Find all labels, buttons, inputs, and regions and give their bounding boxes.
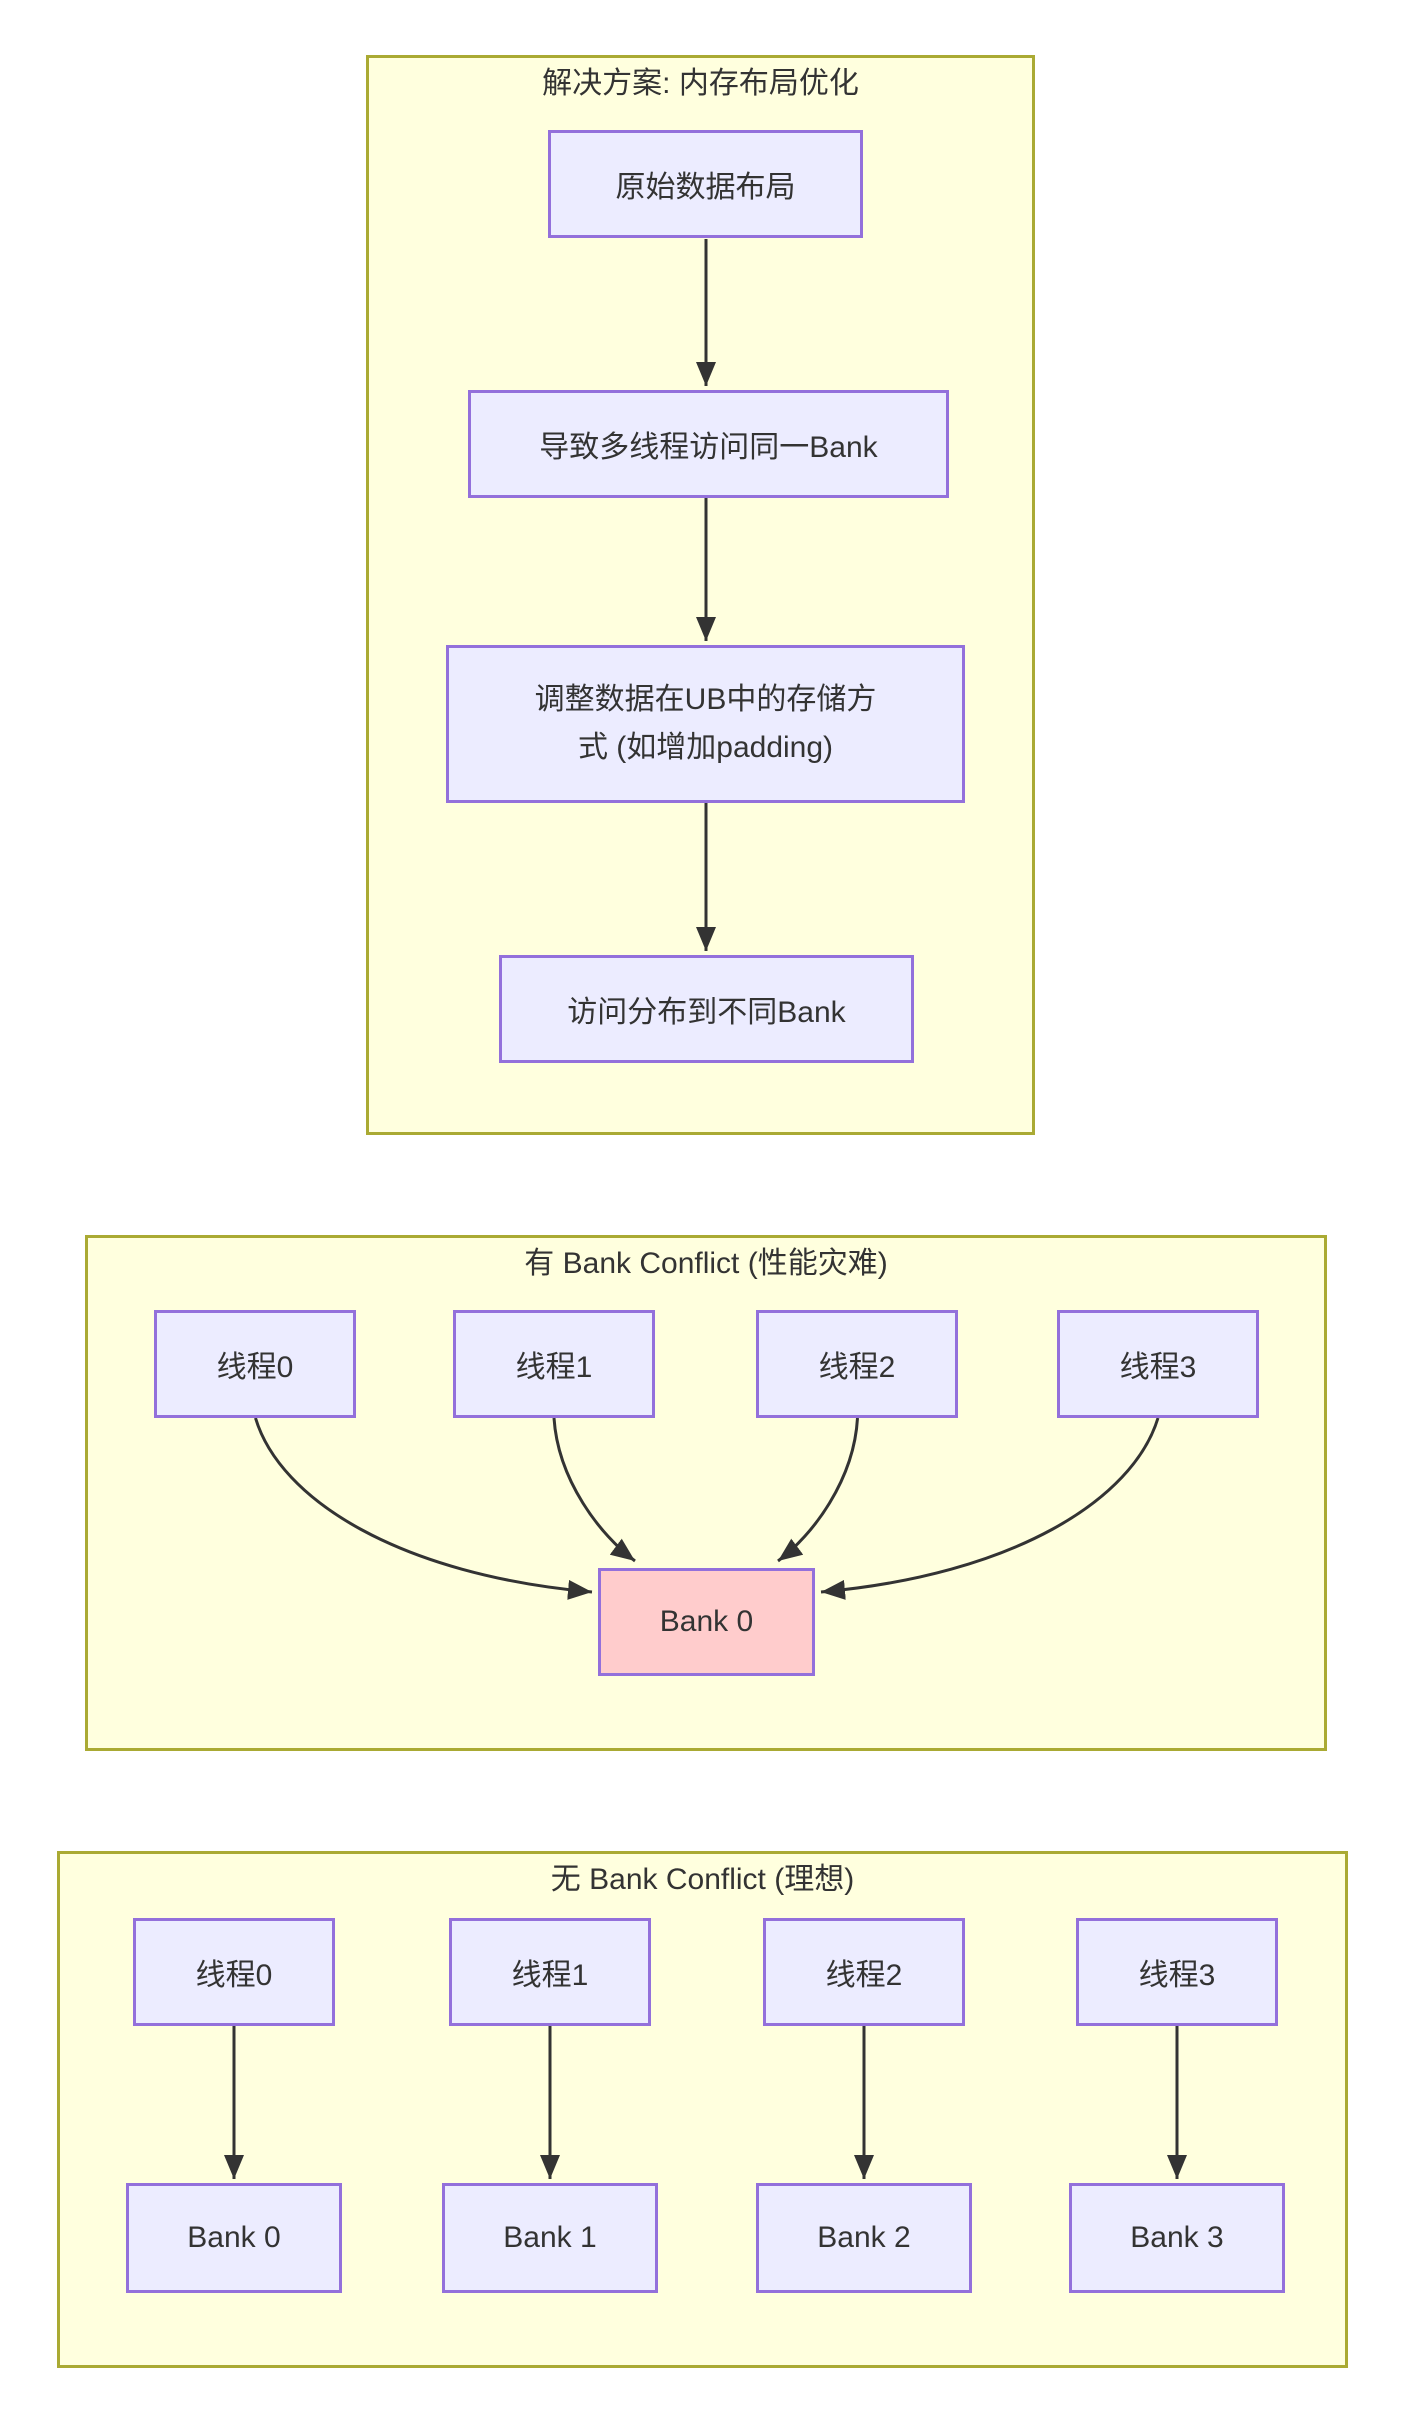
ideal-thread-0: 线程0	[133, 1918, 335, 2026]
ideal-thread-2: 线程2	[763, 1918, 965, 2026]
ideal-bank-3: Bank 3	[1069, 2183, 1285, 2293]
panel-solution-title: 解决方案: 内存布局优化	[542, 67, 859, 100]
panel-ideal-title: 无 Bank Conflict (理想)	[550, 1863, 855, 1896]
node-adjust-ub-storage-line1: 调整数据在UB中的存储方	[534, 683, 877, 716]
panel-conflict-title: 有 Bank Conflict (性能灾难)	[524, 1247, 888, 1280]
ideal-thread-3: 线程3	[1076, 1918, 1278, 2026]
conflict-thread-3: 线程3	[1057, 1310, 1259, 1418]
node-adjust-ub-storage: 调整数据在UB中的存储方 式 (如增加padding)	[446, 645, 965, 803]
node-adjust-ub-storage-line2: 式 (如增加padding)	[577, 731, 834, 764]
node-original-layout: 原始数据布局	[548, 130, 863, 238]
ideal-bank-2: Bank 2	[756, 2183, 972, 2293]
node-multithread-same-bank: 导致多线程访问同一Bank	[468, 390, 949, 498]
conflict-thread-1: 线程1	[453, 1310, 655, 1418]
conflict-thread-0: 线程0	[154, 1310, 356, 1418]
conflict-bank-0: Bank 0	[598, 1568, 815, 1676]
ideal-bank-1: Bank 1	[442, 2183, 658, 2293]
conflict-thread-2: 线程2	[756, 1310, 958, 1418]
ideal-thread-1: 线程1	[449, 1918, 651, 2026]
node-distribute-banks: 访问分布到不同Bank	[499, 955, 914, 1063]
ideal-bank-0: Bank 0	[126, 2183, 342, 2293]
